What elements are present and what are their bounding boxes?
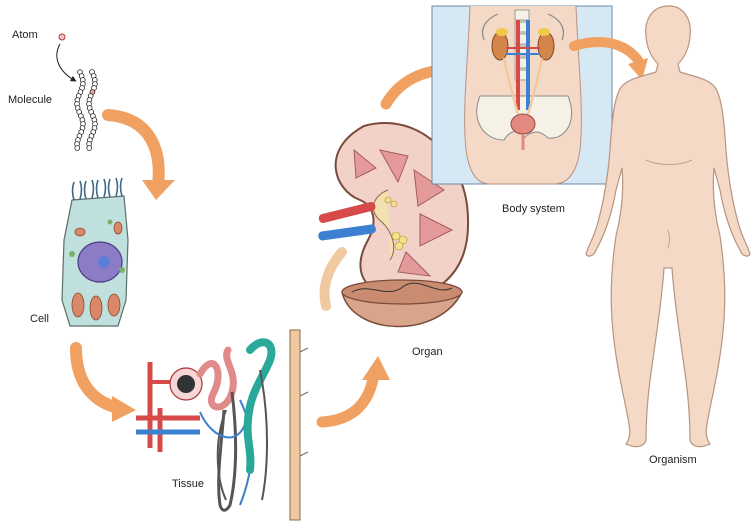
arrowhead-cell-to-tissue — [112, 396, 136, 422]
arrowhead-molecule-to-cell — [142, 180, 175, 200]
arrow-molecule-to-cell — [108, 115, 159, 185]
label-body-system: Body system — [502, 203, 565, 215]
arrow-cell-to-tissue — [76, 348, 118, 408]
label-molecule: Molecule — [8, 94, 52, 106]
tissue-illustration — [136, 330, 308, 520]
molecule-illustration — [75, 70, 98, 151]
arrowhead-tissue-to-organ — [362, 356, 390, 380]
body-system-illustration — [432, 6, 612, 184]
cell-illustration — [62, 178, 128, 326]
label-organ: Organ — [412, 346, 443, 358]
label-organism: Organism — [649, 454, 697, 466]
label-cell: Cell — [30, 313, 49, 325]
molecule-atom — [87, 146, 92, 151]
molecule-atom — [75, 146, 80, 151]
label-atom: Atom — [12, 29, 38, 41]
label-tissue: Tissue — [172, 478, 204, 490]
atom-illustration — [57, 34, 74, 80]
arrow-tissue-to-organ — [322, 374, 374, 422]
